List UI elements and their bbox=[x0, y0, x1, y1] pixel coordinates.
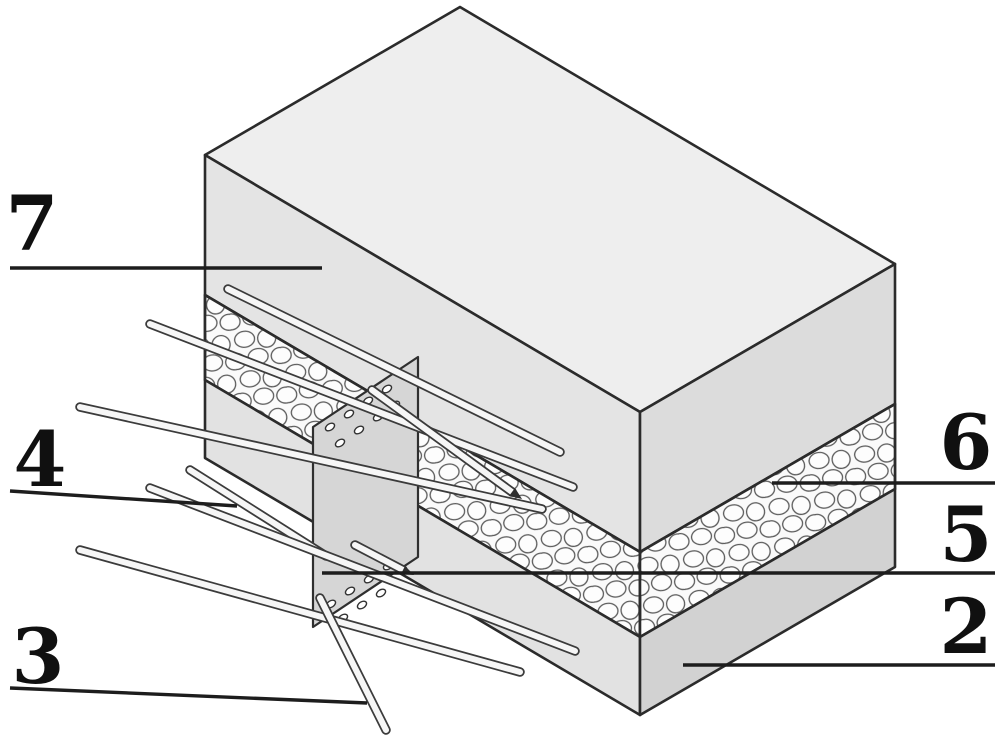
label-7: 7 bbox=[6, 179, 322, 270]
plate-hole bbox=[375, 588, 387, 598]
label-2: 2 bbox=[683, 582, 995, 671]
bottom-slab-right-face bbox=[638, 487, 897, 717]
plate-hole bbox=[356, 600, 368, 610]
plate-hole bbox=[344, 586, 356, 596]
label-7-text: 7 bbox=[6, 179, 59, 268]
rod-core bbox=[187, 467, 329, 559]
plate-hole bbox=[381, 384, 393, 394]
rod-core bbox=[77, 404, 545, 512]
rod-core bbox=[147, 485, 578, 654]
tie-rod bbox=[75, 402, 547, 514]
rod-core bbox=[77, 547, 523, 675]
plate-hole bbox=[343, 409, 355, 419]
label-6-text: 6 bbox=[940, 398, 993, 487]
label-3-text: 3 bbox=[12, 612, 65, 701]
tie-rods bbox=[75, 284, 580, 735]
label-4-text: 4 bbox=[14, 415, 67, 504]
rod-core bbox=[352, 542, 406, 573]
plate-hole bbox=[324, 422, 336, 432]
label-5: 5 bbox=[322, 490, 995, 579]
leader-line-4 bbox=[9, 489, 238, 508]
tie-rod bbox=[223, 284, 565, 457]
panel-assembly bbox=[203, 5, 897, 717]
tie-rod bbox=[185, 465, 331, 561]
labels: 7 4 3 6 5 2 bbox=[6, 179, 995, 705]
label-3: 3 bbox=[9, 612, 368, 705]
tie-rod bbox=[145, 483, 580, 656]
leader-line-3 bbox=[9, 686, 368, 705]
tie-rod bbox=[315, 593, 391, 735]
rod-core bbox=[225, 286, 563, 455]
label-2-text: 2 bbox=[940, 582, 993, 671]
rod-core bbox=[147, 321, 576, 490]
label-5-text: 5 bbox=[940, 490, 993, 579]
rod-core bbox=[369, 387, 515, 495]
rod-direction-arrow bbox=[509, 488, 522, 499]
label-6: 6 bbox=[772, 398, 995, 487]
tie-rod bbox=[145, 319, 578, 492]
tie-rod bbox=[367, 385, 522, 499]
plate-hole bbox=[353, 425, 365, 435]
label-4: 4 bbox=[9, 415, 238, 508]
plate-hole bbox=[334, 438, 346, 448]
rod-core bbox=[317, 595, 389, 733]
tie-rod bbox=[75, 545, 525, 677]
